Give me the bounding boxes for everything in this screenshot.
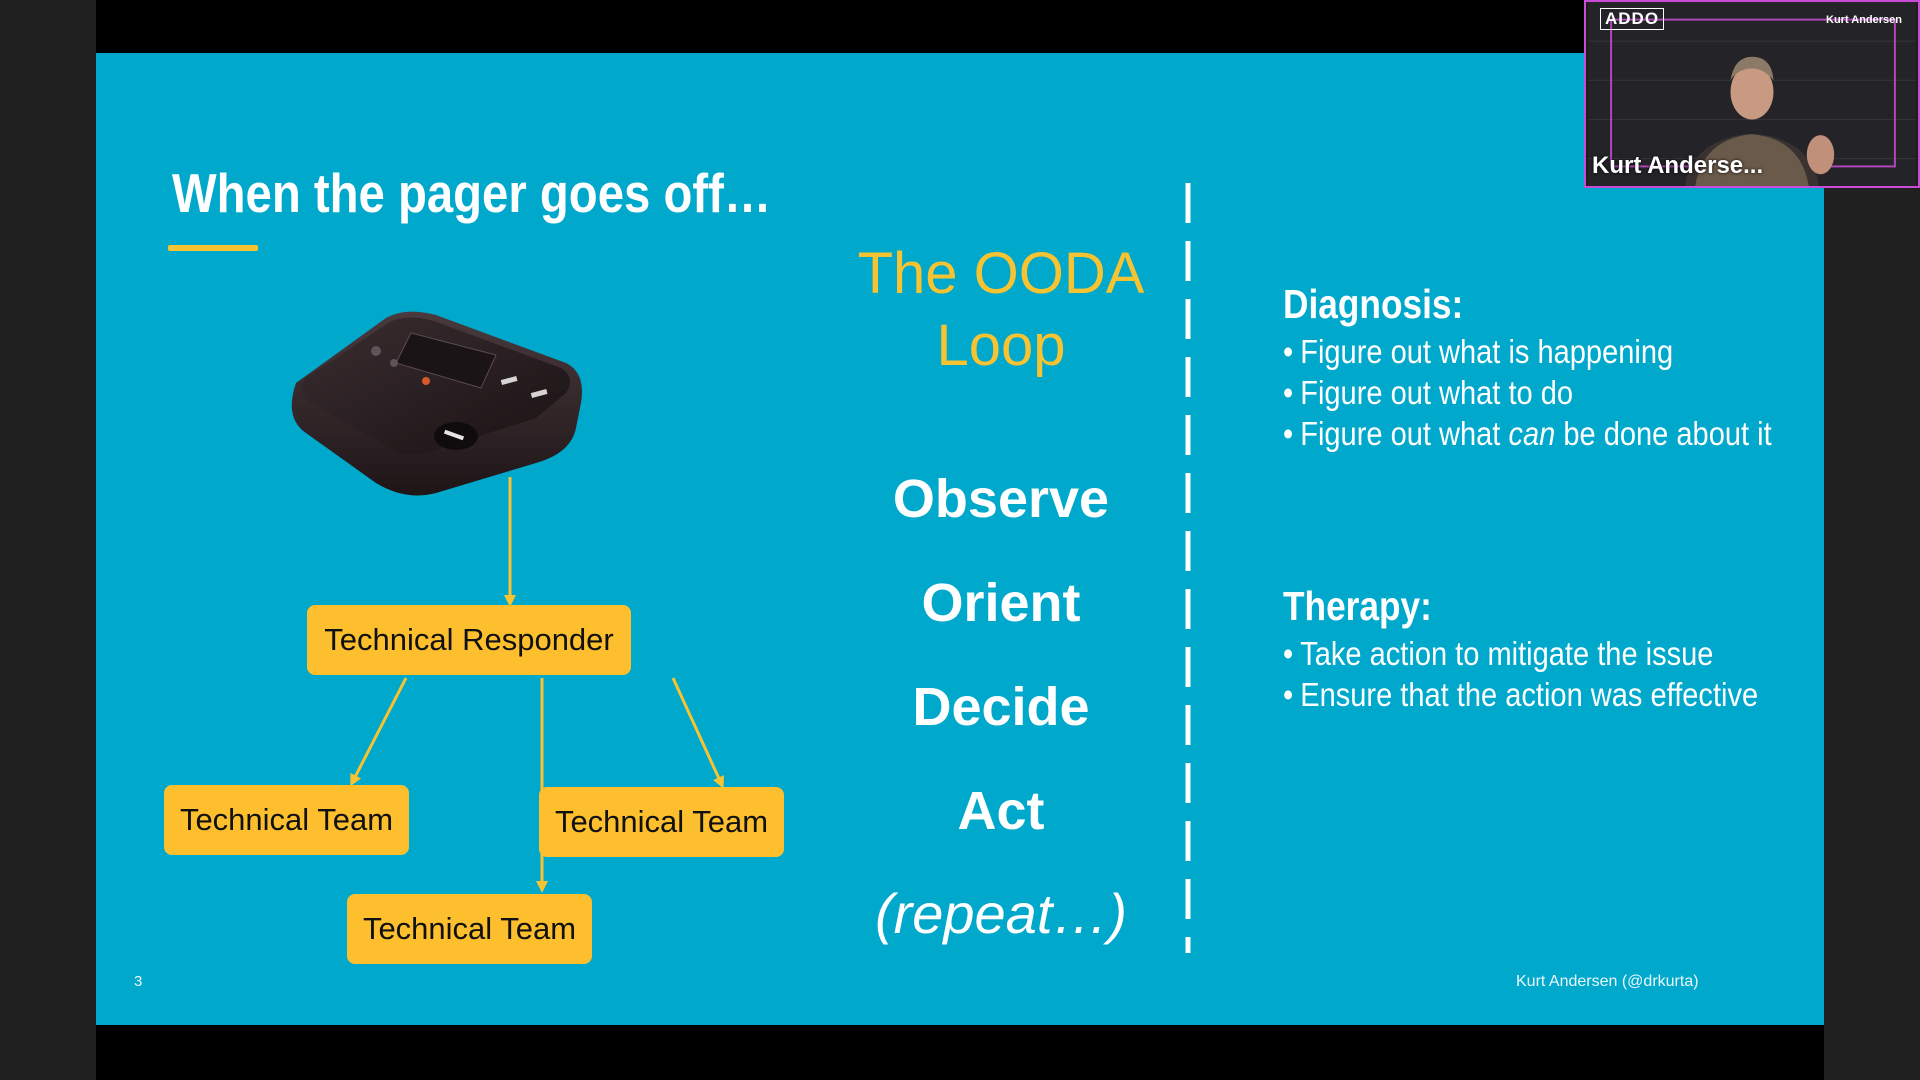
therapy-item: Ensure that the action was effective: [1283, 674, 1758, 715]
ooda-step-decide: Decide: [912, 677, 1090, 737]
addo-logo: ADDO: [1600, 8, 1665, 30]
title-underline: [168, 245, 258, 251]
top-letterbox: [96, 0, 1824, 53]
therapy-list: Take action to mitigate the issue Ensure…: [1283, 633, 1823, 715]
webcam-video-tile[interactable]: ADDO Kurt Andersen Kurt Anderse...: [1584, 0, 1920, 188]
technical-responder-box: Technical Responder: [307, 605, 631, 675]
ooda-title: The OODA Loop: [836, 238, 1166, 382]
webcam-video-frame: [1587, 2, 1917, 186]
webcam-header-name: Kurt Andersen: [1826, 14, 1902, 26]
ooda-step-act: Act: [957, 781, 1045, 841]
diagnosis-item: Figure out what can be done about it: [1283, 413, 1771, 454]
therapy-heading: Therapy:: [1283, 583, 1432, 629]
technical-team-box-center: Technical Team: [347, 894, 592, 964]
slide-page-number: 3: [134, 973, 143, 990]
diagnosis-item: Figure out what is happening: [1283, 331, 1772, 372]
diagnosis-list: Figure out what is happening Figure out …: [1283, 331, 1824, 454]
participant-name-label: Kurt Anderse...: [1592, 152, 1764, 179]
pager-icon: [291, 311, 582, 496]
slide-title: When the pager goes off…: [172, 162, 772, 224]
ooda-title-line2: Loop: [936, 313, 1066, 378]
technical-team-box-left: Technical Team: [164, 785, 409, 855]
emphasis-can: can: [1508, 415, 1556, 452]
ooda-title-line1: The OODA: [857, 241, 1145, 306]
presentation-slide: When the pager goes off…: [96, 53, 1824, 1025]
diagnosis-heading: Diagnosis:: [1283, 281, 1464, 327]
dashed-divider: [1185, 183, 1191, 953]
ooda-step-observe: Observe: [892, 469, 1110, 529]
ooda-repeat: (repeat…): [874, 882, 1128, 945]
technical-team-box-right: Technical Team: [539, 787, 784, 857]
slide-footer-credit: Kurt Andersen (@drkurta): [1516, 973, 1699, 990]
ooda-step-orient: Orient: [921, 573, 1081, 633]
diagnosis-item: Figure out what to do: [1283, 372, 1772, 413]
therapy-item: Take action to mitigate the issue: [1283, 633, 1758, 674]
bottom-letterbox: [96, 1025, 1824, 1080]
